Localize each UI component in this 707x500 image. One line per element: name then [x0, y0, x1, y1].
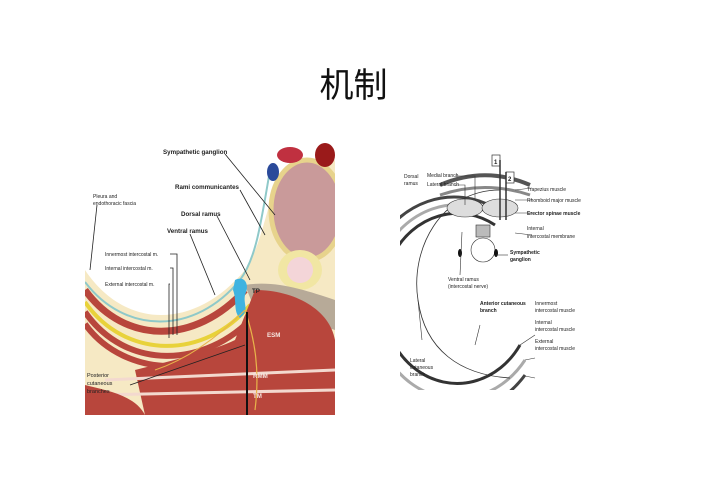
label-external-2: intercostal muscle	[535, 346, 575, 352]
label-lateral-cutaneous-1: Lateral	[410, 358, 425, 364]
label-internal-1: Internal	[535, 320, 552, 326]
label-rhomboid: Rhomboid major muscle	[527, 198, 581, 204]
label-lateral-branch: Lateral branch	[427, 182, 459, 188]
label-sympathetic-ganglion: Sympathetic ganglion	[163, 149, 228, 156]
label-rmm: RMM	[253, 373, 268, 380]
label-erector-spinae: Erector spinae muscle	[527, 211, 581, 217]
label-rami-communicantes: Rami communicantes	[175, 184, 240, 191]
label-internal-membrane-2: intercostal membrane	[527, 234, 575, 240]
label-innermost: Innermost intercostal m.	[105, 252, 158, 258]
label-ventral-ramus: Ventral ramus	[167, 228, 208, 235]
label-innermost-1: Innermost	[535, 301, 558, 307]
label-ventral-1: Ventral ramus	[448, 277, 479, 283]
label-anterior-2: branch	[480, 308, 497, 314]
label-internal-2: intercostal muscle	[535, 327, 575, 333]
needle-marker-2: 2	[508, 177, 512, 183]
needle-marker-1: 1	[494, 160, 498, 166]
label-external-1: External	[535, 339, 553, 345]
label-dorsal-2: ramus	[404, 181, 418, 187]
label-trapezius: Trapezius muscle	[527, 187, 566, 193]
label-medial-branch: Medial branch	[427, 173, 459, 179]
label-pleura-2: endothoracic fascia	[93, 201, 136, 207]
intercostal-nerve-diagram: Dorsal ramus Medial branch Lateral branc…	[400, 154, 581, 390]
label-tp: TP	[252, 288, 260, 295]
label-pleura-1: Pleura and	[93, 194, 117, 200]
label-ventral-2: (intercostal nerve)	[448, 284, 488, 290]
label-dorsal-1: Dorsal	[404, 174, 418, 180]
label-innermost-2: intercostal muscle	[535, 308, 575, 314]
label-sympathetic-2: ganglion	[510, 257, 531, 263]
label-lateral-cutaneous-3: branch	[410, 372, 426, 378]
label-posterior-2: cutaneous	[87, 381, 113, 387]
label-internal-membrane-1: Internal	[527, 226, 544, 232]
label-tm: TM	[253, 393, 262, 400]
label-lateral-cutaneous-2: cutaneous	[410, 365, 434, 371]
label-anterior-1: Anterior cutaneous	[480, 301, 526, 307]
label-posterior-3: branches	[87, 389, 110, 395]
label-posterior-1: Posterior	[87, 373, 109, 379]
slide-title: 机制	[319, 66, 388, 106]
thoracic-paravertebral-cross-section: Sympathetic ganglion Rami communicantes …	[85, 140, 335, 415]
label-sympathetic-1: Sympathetic	[510, 250, 540, 256]
label-esm: ESM	[267, 332, 280, 339]
label-external: External intercostal m.	[105, 282, 154, 288]
label-dorsal-ramus: Dorsal ramus	[181, 211, 221, 218]
label-internal: Internal intercostal m.	[105, 266, 153, 272]
